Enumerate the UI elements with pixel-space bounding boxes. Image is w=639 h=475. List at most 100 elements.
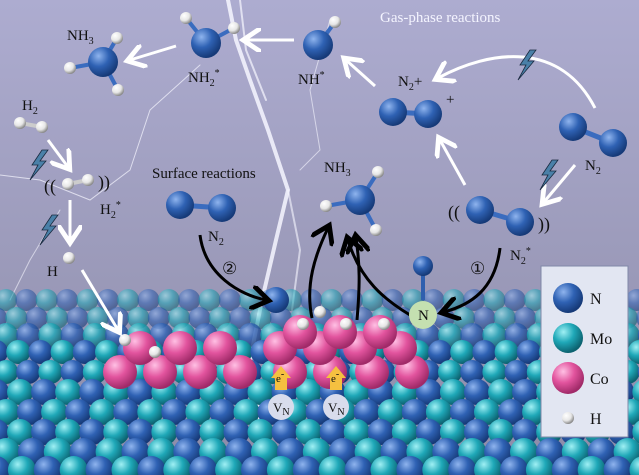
slab-atom (551, 456, 580, 475)
adsorbed-h-atom (314, 306, 326, 318)
n-atom (599, 129, 627, 157)
slab-atom (0, 456, 10, 475)
nh2-label: NH2* (188, 68, 220, 89)
slab-atom (504, 360, 529, 384)
slab-atom (209, 399, 236, 425)
electron-label: e- (276, 369, 284, 385)
slab-atom (111, 456, 140, 475)
slab-atom (318, 456, 347, 475)
step-2-marker: ② (222, 259, 237, 278)
slab-atom (113, 399, 140, 425)
vibration-mark: )) (538, 214, 550, 235)
slab-atom (396, 456, 425, 475)
n-atom (191, 28, 221, 58)
slab-atom (199, 419, 226, 445)
legend-item-mo: Mo (553, 323, 612, 353)
slab-atom (0, 399, 19, 425)
n2-excited-label: N2* (510, 246, 531, 267)
h2-label: H2 (22, 98, 38, 117)
slab-atom (59, 456, 88, 475)
adsorbed-h-atom (378, 318, 390, 330)
co-atom (123, 331, 157, 365)
slab-atom (343, 419, 370, 445)
adsorbed-h-atom (149, 346, 161, 358)
co-atom (103, 355, 137, 389)
n-atom (414, 100, 442, 128)
vibration-mark: (( (44, 176, 56, 197)
n-atom (166, 191, 194, 219)
slab-atom (117, 289, 140, 311)
slab-atom (198, 289, 221, 311)
slab-atom (415, 379, 442, 405)
slab-atom (55, 419, 82, 445)
slab-atom (488, 379, 515, 405)
slab-atom (241, 456, 269, 475)
slab-atom (157, 289, 180, 311)
slab-atom (31, 419, 58, 445)
co-atom (203, 331, 237, 365)
n-atom (345, 185, 375, 215)
slab-atom (185, 399, 212, 425)
slab-atom (625, 289, 639, 311)
slab-atom (460, 360, 485, 384)
vacancy-circle (323, 394, 349, 420)
slab-atom (85, 456, 114, 475)
slab-atom (35, 289, 58, 311)
slab-atom (292, 456, 321, 475)
slab-atom (50, 340, 75, 364)
h-atom (370, 224, 382, 236)
n2-gas-label: N2 (585, 158, 601, 177)
legend-label: Co (590, 371, 609, 388)
h-atom (14, 117, 26, 129)
slab-atom (344, 456, 373, 475)
slab-atom (15, 289, 38, 311)
nh3-top-label: NH3 (67, 28, 94, 47)
slab-atom (0, 379, 9, 405)
slab-atom (7, 419, 34, 445)
slab-atom (5, 307, 28, 329)
legend-item-h: H (562, 411, 602, 428)
slab-atom (474, 456, 503, 475)
slab-atom (7, 456, 36, 475)
slab-atom (472, 340, 497, 364)
lightning-bolt-icon (39, 214, 59, 246)
slab-atom (127, 379, 154, 405)
n2plus-label: N2+ (398, 74, 422, 93)
slab-atom (401, 399, 428, 425)
slab-atom (79, 379, 106, 405)
legend-label: N (590, 291, 602, 308)
slab-atom (41, 399, 68, 425)
vacancy-label: VN (273, 400, 290, 418)
n2-surface-label: N2 (208, 229, 224, 248)
slab-atom (247, 379, 274, 405)
slab-atom (525, 456, 554, 475)
legend-item-co: Co (552, 362, 609, 394)
h-atom (62, 178, 74, 190)
slab-atom (223, 419, 250, 445)
electron-transfer-arrow-icon (326, 366, 346, 390)
vibration-mark: (( (448, 202, 460, 223)
slab-atom (266, 456, 295, 475)
lightning-bolt-icon (29, 149, 49, 181)
slab-atom (28, 340, 53, 364)
slab-atom (627, 340, 639, 364)
co-atom (183, 355, 217, 389)
lightning-bolt-icon (517, 49, 537, 81)
catalyst-surface-slab (0, 287, 639, 475)
slab-atom (361, 289, 384, 311)
slab-atom (632, 380, 639, 404)
vibration-mark: )) (98, 172, 110, 193)
n-atom (303, 30, 333, 60)
slab-atom (31, 379, 58, 405)
slab-atom (428, 340, 452, 364)
slab-atom (6, 340, 31, 364)
slab-atom (629, 456, 639, 475)
slab-atom (76, 289, 99, 311)
slab-atom (163, 456, 192, 475)
slab-atom (0, 340, 8, 364)
h-atom (329, 16, 341, 28)
slab-atom (137, 399, 164, 425)
h-atom (372, 166, 384, 178)
nh-label: NH* (298, 70, 325, 88)
electron-transfer-arrow-icon (271, 366, 291, 390)
